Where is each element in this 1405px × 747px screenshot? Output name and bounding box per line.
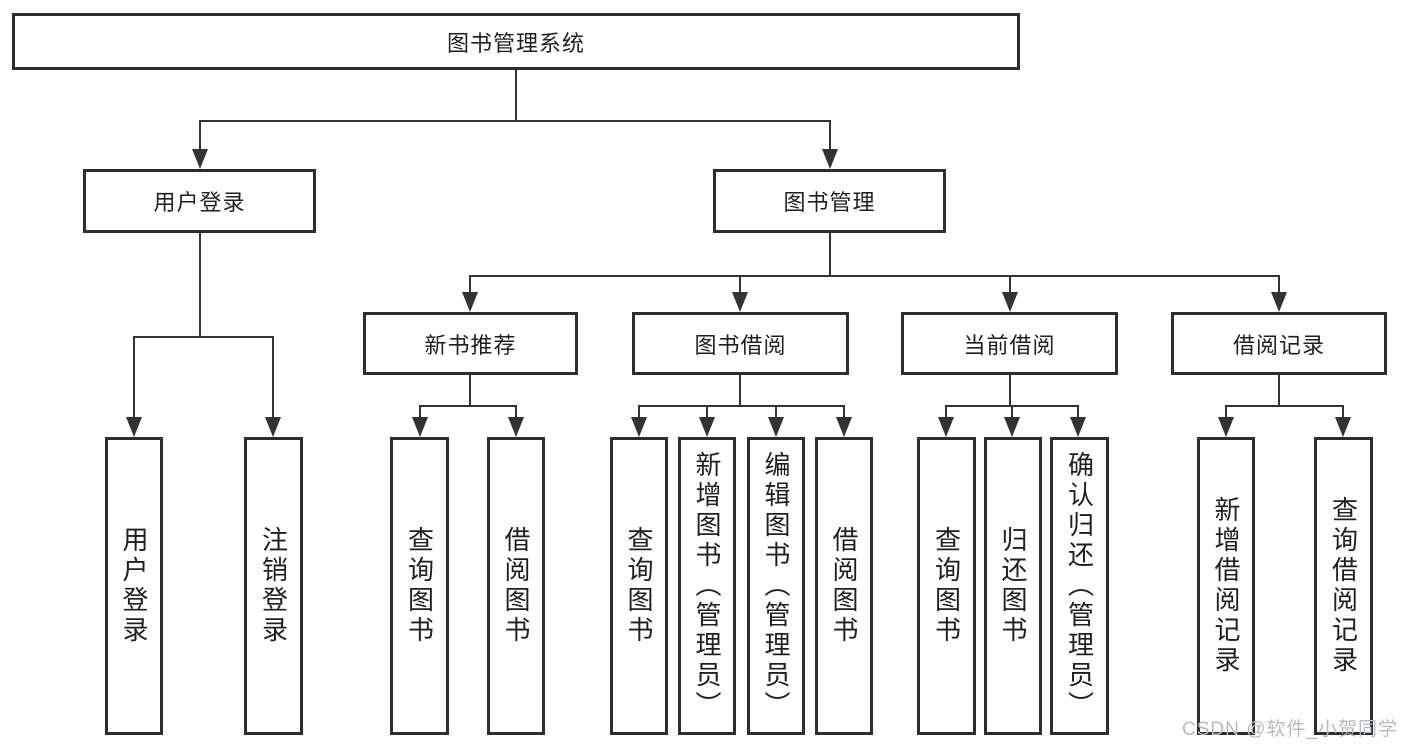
- leaf-add-books-admin-label: 新增图书（管理员）: [692, 451, 722, 721]
- node-borrow-records: 借阅记录: [1171, 312, 1387, 375]
- connector-g2-c0-shaft: [945, 406, 947, 417]
- leaf-add-borrow-record: 新增借阅记录: [1197, 437, 1255, 735]
- connector-mgmt-stem: [829, 233, 831, 276]
- connector-g0-c0-shaft: [419, 406, 421, 417]
- node-borrow-records-label: 借阅记录: [1232, 332, 1325, 358]
- connector-g3-c0-shaft: [1225, 406, 1227, 417]
- connector-user-bus: [133, 336, 274, 338]
- connector-g3-stem: [1278, 375, 1280, 406]
- csdn-watermark: CSDN @软件_小贺同学: [1182, 719, 1398, 740]
- node-user-login: 用户登录: [83, 169, 316, 233]
- connector-root-bus: [199, 120, 831, 122]
- leaf-query-borrow-record-label: 查询借阅记录: [1328, 496, 1359, 676]
- leaf-query-books-recommend: 查询图书: [390, 437, 449, 735]
- leaf-return-books-label: 归还图书: [998, 526, 1028, 646]
- connector-record-shaft: [1278, 276, 1280, 292]
- leaf-user-login-label: 用户登录: [119, 526, 149, 646]
- connector-g0-c1-shaft: [515, 406, 517, 417]
- arrowhead-g3-c1: [1335, 417, 1351, 437]
- connector-g0-stem: [469, 375, 471, 406]
- arrowhead-g2-c2: [1070, 417, 1086, 437]
- connector-user-stem: [199, 233, 201, 337]
- connector-g1-bus: [638, 405, 845, 407]
- connector-borrow-shaft: [739, 276, 741, 292]
- connector-g2-stem: [1009, 375, 1011, 406]
- leaf-logout: 注销登录: [244, 437, 303, 735]
- node-book-borrowing: 图书借阅: [632, 312, 849, 375]
- leaf-query-books-borrow-label: 查询图书: [624, 526, 654, 646]
- node-root-label: 图书管理系统: [446, 30, 585, 56]
- arrowhead-newbook: [462, 292, 478, 312]
- connector-g2-c2-shaft: [1077, 406, 1079, 417]
- connector-g1-c2-shaft: [775, 406, 777, 417]
- leaf-query-books-current: 查询图书: [917, 437, 976, 735]
- leaf-borrow-books-label: 借阅图书: [829, 526, 859, 646]
- leaf-confirm-return-admin: 确认归还（管理员）: [1050, 437, 1109, 735]
- connector-g1-stem: [739, 375, 741, 406]
- arrowhead-user-login: [192, 149, 208, 169]
- arrowhead-g1-c3: [836, 417, 852, 437]
- arrowhead-g1-c1: [699, 417, 715, 437]
- connector-current-shaft: [1009, 276, 1011, 292]
- leaf-borrow-books-recommend-label: 借阅图书: [501, 526, 531, 646]
- arrowhead-g1-c2: [768, 417, 784, 437]
- connector-mgmt-bus: [469, 275, 1280, 277]
- leaf-return-books: 归还图书: [984, 437, 1042, 735]
- node-book-management: 图书管理: [713, 169, 946, 233]
- arrowhead-borrow: [732, 292, 748, 312]
- connector-newbook-shaft: [469, 276, 471, 292]
- connector-g3-bus: [1225, 405, 1344, 407]
- node-root: 图书管理系统: [12, 13, 1020, 70]
- connector-user-login-shaft: [199, 121, 201, 149]
- leaf-user-login: 用户登录: [105, 437, 163, 735]
- connector-g1-c3-shaft: [843, 406, 845, 417]
- arrowhead-g1-c0: [631, 417, 647, 437]
- connector-g1-c0-shaft: [638, 406, 640, 417]
- leaf-query-borrow-record: 查询借阅记录: [1314, 437, 1373, 735]
- arrowhead-g2-c0: [938, 417, 954, 437]
- arrowhead-record: [1271, 292, 1287, 312]
- connector-g2-c1-shaft: [1011, 406, 1013, 417]
- arrowhead-book-mgmt: [822, 149, 838, 169]
- arrowhead-current: [1002, 292, 1018, 312]
- connector-g3-c1-shaft: [1342, 406, 1344, 417]
- node-book-management-label: 图书管理: [783, 190, 876, 215]
- node-new-book-recommend: 新书推荐: [363, 312, 578, 375]
- arrowhead-leaf-logout: [265, 417, 281, 437]
- leaf-edit-books-admin: 编辑图书（管理员）: [747, 437, 805, 735]
- connector-g0-bus: [419, 405, 517, 407]
- connector-book-mgmt-shaft: [829, 121, 831, 149]
- leaf-borrow-books: 借阅图书: [815, 437, 873, 735]
- leaf-query-books-recommend-label: 查询图书: [404, 526, 435, 646]
- node-new-book-recommend-label: 新书推荐: [424, 332, 517, 358]
- connector-leaf-logout-shaft: [272, 337, 274, 417]
- connector-root-stem: [515, 70, 517, 121]
- leaf-query-books-current-label: 查询图书: [931, 526, 962, 646]
- connector-leaf-login-shaft: [133, 337, 135, 417]
- leaf-add-borrow-record-label: 新增借阅记录: [1211, 496, 1241, 676]
- node-current-borrowing: 当前借阅: [901, 312, 1118, 375]
- arrowhead-leaf-login: [126, 417, 142, 437]
- arrowhead-g0-c1: [508, 417, 524, 437]
- node-current-borrowing-label: 当前借阅: [963, 332, 1056, 358]
- leaf-logout-label: 注销登录: [258, 526, 289, 646]
- connector-g1-c1-shaft: [706, 406, 708, 417]
- node-user-login-label: 用户登录: [153, 190, 246, 215]
- node-book-borrowing-label: 图书借阅: [694, 332, 787, 358]
- arrowhead-g2-c1: [1004, 417, 1020, 437]
- arrowhead-g0-c0: [412, 417, 428, 437]
- leaf-edit-books-admin-label: 编辑图书（管理员）: [761, 451, 791, 721]
- leaf-query-books-borrow: 查询图书: [610, 437, 668, 735]
- arrowhead-g3-c0: [1218, 417, 1234, 437]
- leaf-confirm-return-admin-label: 确认归还（管理员）: [1064, 451, 1095, 721]
- leaf-add-books-admin: 新增图书（管理员）: [678, 437, 736, 735]
- leaf-borrow-books-recommend: 借阅图书: [487, 437, 545, 735]
